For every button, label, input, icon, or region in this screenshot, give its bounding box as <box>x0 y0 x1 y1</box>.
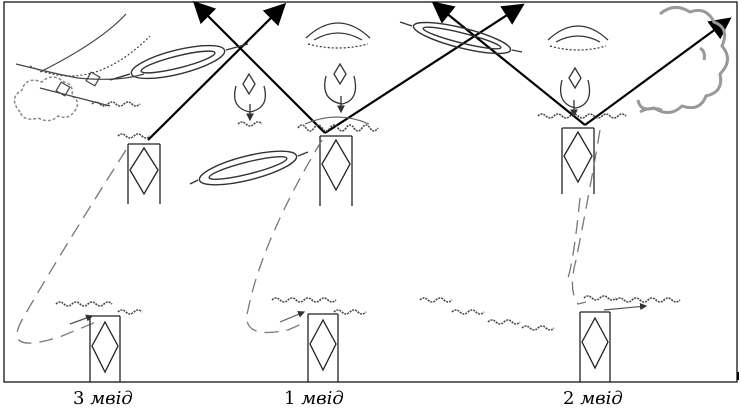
eye-icon <box>305 22 371 49</box>
small-arrows <box>69 302 648 325</box>
needle-icon <box>309 318 337 372</box>
diagram-frame <box>3 1 738 383</box>
needle-icon <box>321 138 351 192</box>
caption-number: 3 <box>73 388 85 409</box>
stitch-chain-icon <box>91 101 627 139</box>
cloud-icon <box>13 76 79 122</box>
arrows-group <box>147 0 732 141</box>
needle-thread-3 <box>15 13 151 107</box>
eye-icon <box>547 25 609 51</box>
caption-method-3: 3 мвід <box>73 388 133 410</box>
arrow-line <box>431 1 586 126</box>
needle-column-1-lower <box>307 313 339 382</box>
small-needle-icon <box>242 62 582 96</box>
needle-column-2-upper <box>561 127 595 194</box>
thread-loop-icon <box>109 43 249 81</box>
caption-number: 1 <box>284 388 296 409</box>
caption-word: мвід <box>301 388 344 409</box>
arrow-line <box>324 3 525 134</box>
arrow-line <box>147 2 287 141</box>
thread-loop-icon <box>189 150 309 186</box>
needle-column-3-upper <box>127 143 161 204</box>
dashed-thread-paths <box>16 129 601 344</box>
cloud-icon <box>636 6 729 114</box>
caption-method-1: 1 мвід <box>284 388 344 410</box>
curved-arrow-icon <box>233 75 591 122</box>
needle-icon <box>581 316 609 370</box>
caption-word: мвід <box>580 388 623 409</box>
caption-method-2: 2 мвід <box>563 388 623 410</box>
needle-column-1-upper <box>319 135 353 206</box>
stitch-chain-icon <box>55 295 681 331</box>
needle-icon <box>91 320 119 374</box>
thread-loop-icon <box>399 21 523 55</box>
needle-column-2-lower <box>579 311 611 382</box>
caption-word: мвід <box>90 388 133 409</box>
arrow-line <box>584 17 732 126</box>
knot-icon <box>85 71 101 87</box>
arrow-line <box>192 0 326 134</box>
caption-number: 2 <box>563 388 575 409</box>
needle-icon <box>563 130 593 184</box>
needle-column-3-lower <box>89 315 121 382</box>
needle-icon <box>129 146 159 196</box>
